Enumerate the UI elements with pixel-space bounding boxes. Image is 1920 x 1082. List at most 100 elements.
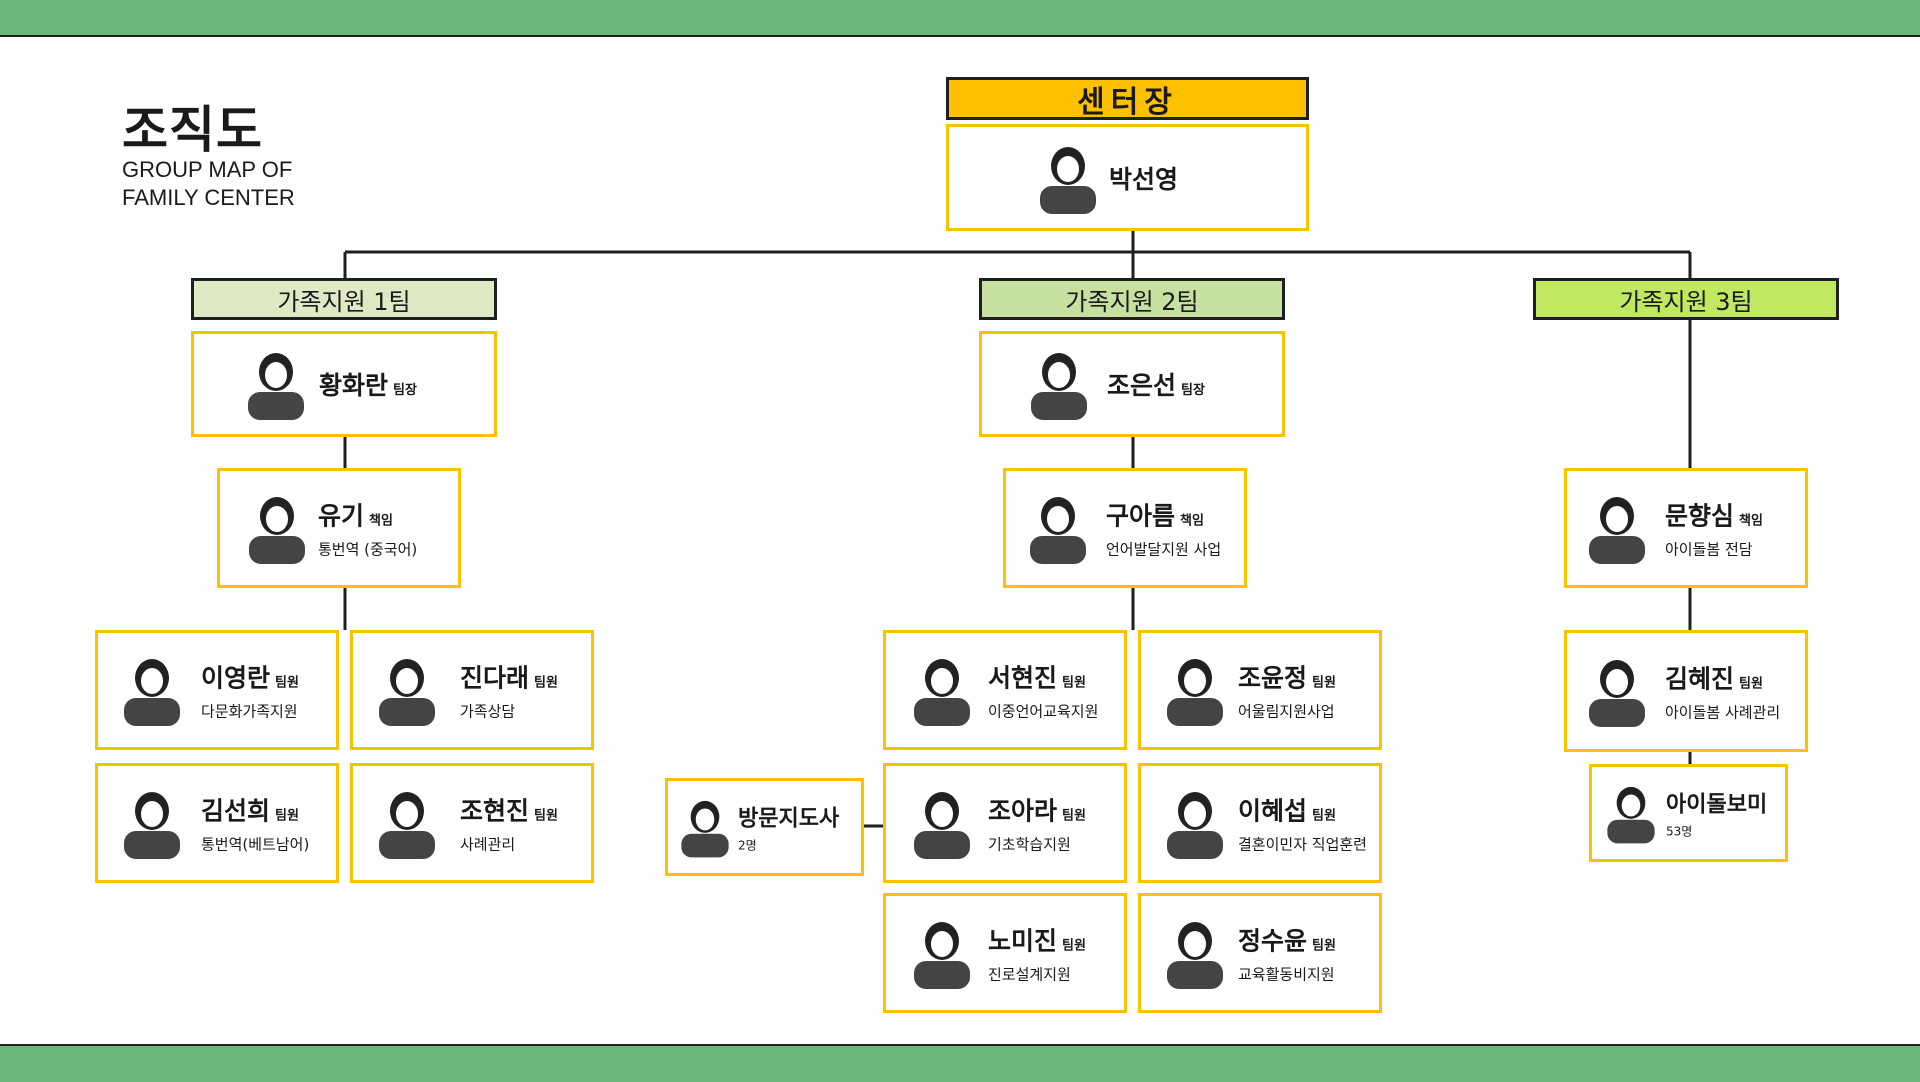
top-accent-bar [0,0,1920,37]
person-avatar-icon [1167,659,1223,726]
person-role: 팀원 [1312,675,1336,691]
person-avatar-icon [1589,660,1645,727]
person-desc: 결혼이민자 직업훈련 [1238,835,1367,854]
person-role: 팀원 [275,675,299,691]
person-name: 서현진 [988,663,1058,693]
person-text: 조은선 팀장 [1107,366,1205,402]
person-desc: 아이돌봄 전담 [1665,540,1753,559]
person-role: 책임 [369,513,393,529]
center-label: 센터장 [946,77,1309,120]
person-name: 구아름 [1106,501,1176,531]
team-label-text: 가족지원 2팀 [1065,287,1199,316]
person-avatar-icon [681,800,729,858]
person-text: 방문지도사 2명 [738,801,839,854]
person-name: 이영란 [201,663,271,693]
team-2-leader-card: 조은선 팀장 [979,331,1285,437]
person-avatar-icon [1040,146,1096,214]
person-name: 정수윤 [1238,926,1308,956]
person-role: 팀원 [1312,808,1336,824]
page-subtitle: GROUP MAP OF FAMILY CENTER [122,157,295,210]
team-label-text: 가족지원 1팀 [277,287,411,316]
person-avatar-icon [1031,353,1087,420]
person-name: 조아라 [988,796,1058,826]
person-name: 황화란 [319,371,389,400]
person-avatar-icon [1167,922,1223,989]
person-avatar-icon [379,659,435,726]
person-count: 53명 [1666,824,1693,839]
person-name: 노미진 [988,926,1058,956]
person-name: 조은선 [1107,371,1177,400]
person-name: 박선영 [1109,164,1179,194]
person-name: 조윤정 [1238,663,1308,693]
team-3-label: 가족지원 3팀 [1533,278,1839,320]
person-desc: 통번역 (중국어) [318,540,418,559]
person-name: 김혜진 [1665,664,1735,694]
person-avatar-icon [914,659,970,726]
person-name: 문향심 [1665,501,1735,531]
center-head-card: 박선영 [946,124,1309,231]
person-avatar-icon [914,792,970,859]
person-desc: 다문화가족지원 [201,702,298,721]
person-name: 방문지도사 [738,806,840,832]
person-role: 팀원 [275,808,299,824]
person-desc: 아이돌봄 사례관리 [1665,703,1781,722]
person-name: 유기 [318,501,365,531]
team-1-label: 가족지원 1팀 [191,278,497,320]
person-avatar-icon [124,659,180,726]
person-desc: 진로설계지원 [988,965,1071,984]
person-avatar-icon [1167,792,1223,859]
person-desc: 가족상담 [460,702,516,721]
person-avatar-icon [124,792,180,859]
person-avatar-icon [1589,497,1645,564]
person-desc: 통번역(베트남어) [201,835,310,854]
person-role: 책임 [1739,513,1763,529]
center-label-text: 센터장 [1077,84,1178,120]
person-role: 팀장 [1181,383,1205,398]
center-head-text: 박선영 [1109,160,1178,196]
person-avatar-icon [1607,786,1655,844]
person-desc: 교육활동비지원 [1238,965,1335,984]
person-desc: 언어발달지원 사업 [1106,540,1222,559]
person-name: 이혜섭 [1238,796,1308,826]
person-name: 아이돌보미 [1666,792,1768,818]
person-desc: 이중언어교육지원 [988,702,1099,721]
person-role: 책임 [1180,513,1204,529]
person-role: 팀원 [1062,675,1086,691]
team-1-leader-card: 황화란 팀장 [191,331,497,437]
person-avatar-icon [248,353,304,420]
person-role: 팀원 [1739,676,1763,692]
person-desc: 사례관리 [460,835,516,854]
person-count: 2명 [738,838,757,853]
person-text: 아이돌보미 53명 [1666,787,1767,840]
person-role: 팀원 [1312,938,1336,954]
bottom-accent-bar [0,1044,1920,1082]
person-desc: 어울림지원사업 [1238,702,1335,721]
person-role: 팀장 [393,383,417,398]
visiting-tutor-card: 방문지도사 2명 [665,778,864,876]
person-avatar-icon [249,497,305,564]
